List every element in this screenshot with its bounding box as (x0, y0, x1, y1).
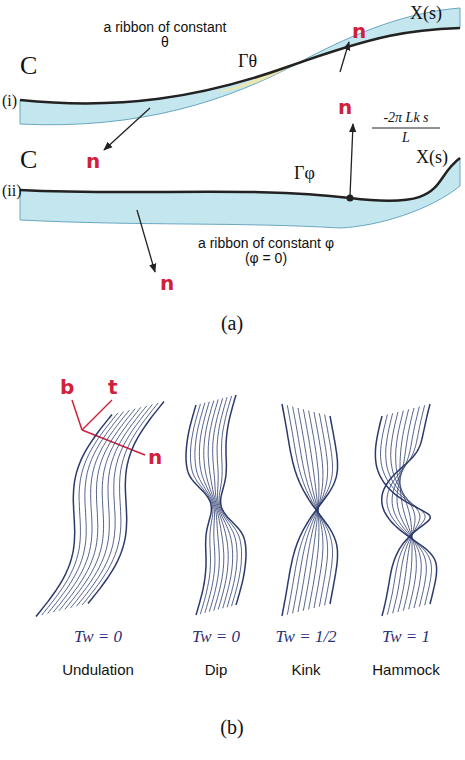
ribbon-stroke (400, 409, 416, 609)
normal-vector-label: n (338, 96, 352, 118)
ribbon-stroke (382, 404, 437, 604)
normal-vector-label: n (352, 20, 366, 42)
ribbon-stroke (59, 409, 135, 611)
binormal-label: b (60, 376, 74, 398)
ribbon-stroke (42, 413, 118, 615)
part-label: (i) (2, 92, 17, 110)
curve-label: X(s) (416, 148, 448, 168)
ribbon-note: a ribbon of constant θ (100, 20, 230, 51)
normal-vector-label: n (86, 150, 100, 172)
twist-value: Tw = 0 (192, 628, 240, 647)
ribbon-stroke (195, 403, 215, 613)
twist-value: Tw = 1 (382, 628, 430, 647)
twist-value: Tw = 0 (74, 628, 122, 647)
ribbon-note: a ribbon of constant φ (φ = 0) (196, 236, 336, 267)
twist-angle-numerator: -2π Lk s (383, 110, 428, 125)
panel-label: (a) (221, 312, 243, 334)
curve-name: C (20, 146, 37, 175)
ribbon-stroke (82, 403, 158, 605)
ribbon-type-name: Undulation (62, 662, 134, 679)
ribbon-stroke (221, 395, 246, 605)
gamma-label: Γθ (236, 52, 259, 72)
twist-value: Tw = 1/2 (275, 628, 336, 647)
ribbon-stroke (293, 413, 328, 613)
normal-vector-label: n (148, 446, 162, 468)
twist-angle-denominator: L (402, 130, 410, 145)
ribbon-stroke (298, 408, 323, 608)
ribbon-stroke (65, 407, 141, 609)
ribbon-type-name: Hammock (372, 662, 440, 679)
ribbon-stroke (287, 405, 332, 605)
ribbon-stroke (375, 416, 430, 616)
ribbon-stroke (392, 407, 426, 607)
gamma-label: Γφ (292, 164, 317, 184)
ribbon-stroke (381, 415, 426, 615)
ribbon-type-name: Kink (291, 662, 320, 679)
ribbon-stroke (387, 405, 432, 605)
ribbon-stroke (293, 407, 328, 607)
ribbon-stroke (76, 404, 152, 606)
ribbon-stroke (88, 402, 164, 604)
ribbon-stroke (219, 396, 241, 606)
ribbon-stroke (53, 410, 129, 612)
curve-label: X(s) (410, 4, 442, 24)
panel-label: (b) (220, 716, 243, 738)
ribbon-stroke (36, 415, 112, 617)
ribbon-type-name: Dip (205, 662, 228, 679)
normal-vector-label: n (160, 272, 174, 294)
part-label: (ii) (2, 182, 22, 200)
ribbon-stroke (282, 404, 338, 604)
tangent-label: t (108, 376, 118, 398)
curve-name: C (20, 52, 37, 81)
ribbon-stroke (186, 405, 211, 615)
ribbon-stroke (48, 412, 124, 614)
twisted-ribbons (36, 395, 437, 617)
